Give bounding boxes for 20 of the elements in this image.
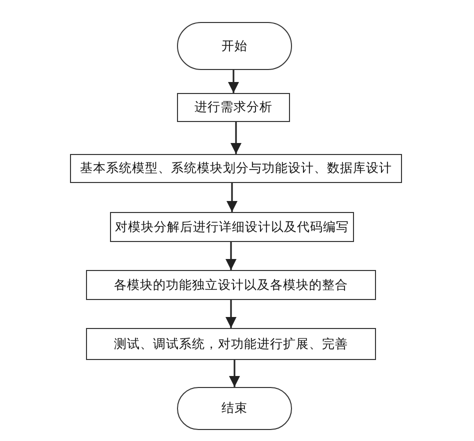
terminal-shape [177,387,292,430]
node-label: 进行需求分析 [194,99,272,116]
process-box [86,328,376,360]
node-label: 基本系统模型、系统模块划分与功能设计、数据库设计 [80,160,392,177]
node-label: 结束 [222,400,248,417]
arrow [225,242,237,270]
arrow [225,300,237,328]
arrow [226,183,238,212]
process-box [70,154,402,183]
node-label: 测试、调试系统，对功能进行扩展、完善 [114,336,348,352]
node-label: 开始 [222,38,248,54]
process-box [86,270,376,300]
node-label: 对模块分解后进行详细设计以及代码编写 [115,218,349,236]
process-box [110,212,354,242]
arrow [230,122,242,154]
process-box [177,93,290,122]
node-label: 各模块的功能独立设计以及各模块的整合 [114,276,348,294]
terminal-shape [177,22,292,70]
arrow [228,360,240,387]
arrow [228,70,240,93]
